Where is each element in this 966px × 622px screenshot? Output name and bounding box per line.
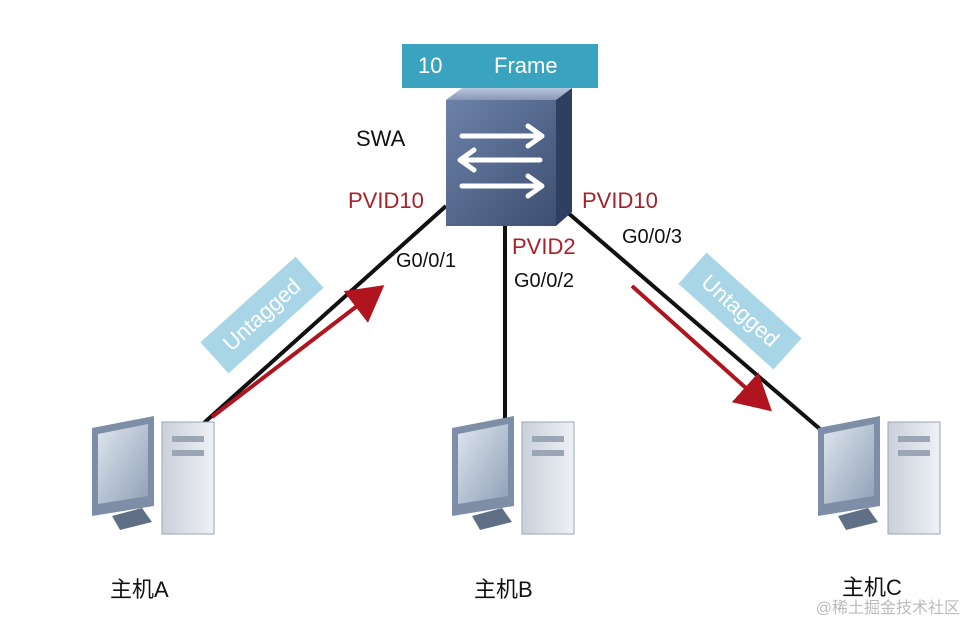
port-g1-name: G0/0/1	[396, 250, 457, 272]
port-g1-pvid: PVID10	[348, 188, 424, 213]
computer-icon-host-b	[452, 416, 575, 535]
port-g2-pvid: PVID2	[512, 234, 576, 259]
frame-box: 10 Frame	[402, 44, 598, 88]
frame-label: Frame	[494, 53, 558, 78]
host-a-label: 主机A	[110, 577, 169, 602]
traffic-arrow-out	[630, 284, 772, 412]
computer-icon-host-a	[92, 416, 215, 535]
frame-vlan: 10	[418, 53, 443, 78]
switch-label: SWA	[356, 126, 406, 151]
host-c-label: 主机C	[842, 575, 902, 600]
traffic-arrow-in	[210, 285, 385, 419]
link-host-a	[194, 204, 448, 432]
link-host-c	[558, 204, 830, 438]
watermark: @稀土掘金技术社区	[815, 600, 960, 617]
host-b-label: 主机B	[474, 577, 533, 602]
switch-icon	[446, 88, 572, 226]
computer-icon-host-c	[818, 416, 941, 535]
port-g2-name: G0/0/2	[514, 270, 575, 292]
port-g3-pvid: PVID10	[582, 188, 658, 213]
port-g3-name: G0/0/3	[622, 226, 683, 248]
